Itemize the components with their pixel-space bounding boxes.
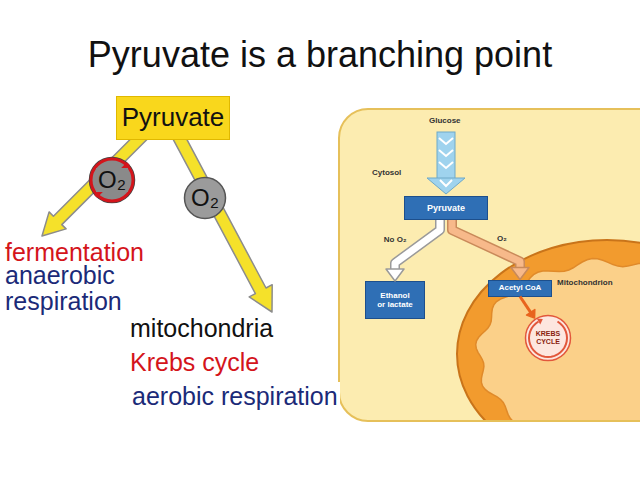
connector-line (520, 297, 531, 313)
connector-arrow (520, 297, 535, 319)
cytosol-region: CytosolPyruvateEthanol or lactate Mitocho… (338, 108, 640, 422)
connector-outline (395, 220, 440, 269)
connector-line (452, 220, 520, 268)
inner-membrane (476, 259, 640, 422)
pathway-label: Krebs cycle (130, 348, 259, 377)
chevron (440, 180, 452, 186)
arrow-head (511, 268, 529, 280)
chevron (439, 150, 453, 156)
chevron (439, 162, 453, 168)
node-text: Acetyl CoA (499, 283, 542, 292)
node-text: KREBS CYCLE (530, 330, 566, 346)
prohibition-slash (96, 164, 129, 197)
node-text: O₂ (191, 184, 219, 212)
circle-fill (526, 316, 571, 361)
arrow-head (386, 269, 404, 281)
cycle-arrow-head (537, 319, 543, 325)
node-text: Pyruvate (427, 203, 465, 213)
pathway-label: mitochondria (130, 314, 273, 343)
connector-outline (452, 220, 520, 268)
arrow-head (427, 178, 465, 194)
mitochondrion-shape: MitochondrionAcetyl CoA KREBS CYCLE (455, 238, 640, 422)
connector-line (395, 220, 440, 269)
prohibition-ring (91, 159, 133, 201)
outer-membrane (457, 240, 640, 422)
process-box: Pyruvate (116, 96, 231, 140)
node-text: O₂ (96, 168, 128, 192)
process-box: Acetyl CoA (488, 280, 552, 297)
connector-arrow (452, 220, 529, 280)
circle-fill (185, 178, 226, 219)
krebs-circle: KREBS CYCLE (524, 314, 572, 362)
node-text: Cytosol (372, 168, 401, 177)
node-text: Mitochondrion (557, 278, 613, 287)
circle-fill (90, 158, 135, 203)
chevron (439, 138, 453, 144)
yellow-arrow (42, 126, 152, 236)
oxygen-circle: O₂ (183, 176, 227, 220)
node-text: Pyruvate (122, 103, 225, 133)
pathway-label: anaerobic respiration (5, 262, 140, 314)
process-box: Pyruvate (404, 196, 488, 220)
node-text: Ethanol or lactate (376, 291, 414, 309)
yellow-arrow (170, 127, 273, 312)
connector-arrow (386, 220, 440, 281)
edge-label: O₂ (496, 234, 508, 243)
cycle-arrow (529, 322, 567, 357)
edge-label: No O₂ (383, 235, 408, 244)
arrow-head (527, 310, 535, 319)
oxygen-circle: O₂ (88, 156, 136, 204)
arrow-shaft (437, 132, 455, 180)
title: Pyruvate is a branching point (0, 34, 640, 75)
process-box: Ethanol or lactate (365, 281, 425, 319)
input-label: Glucose (429, 116, 461, 125)
pathway-label: aerobic respiration (130, 382, 340, 411)
glucose-arrow (427, 132, 465, 194)
